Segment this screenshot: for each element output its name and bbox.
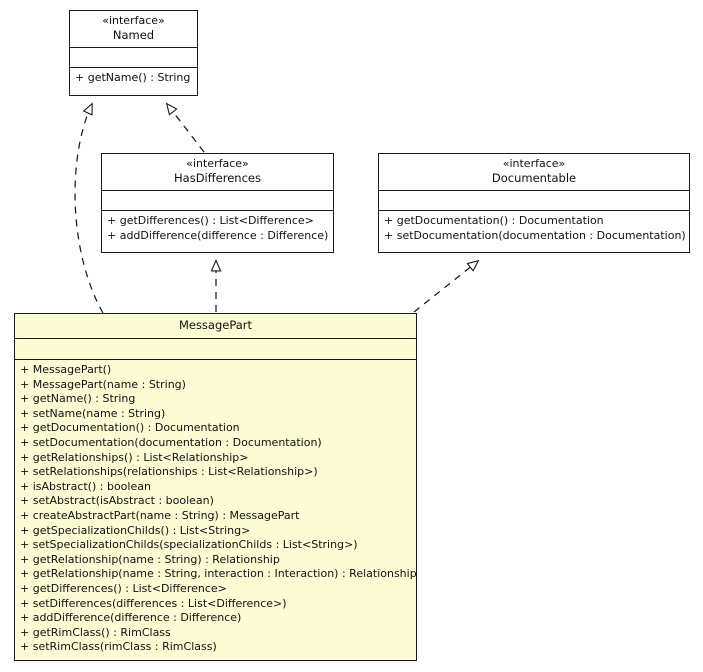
documentable-attributes [379,191,689,211]
hasdifferences-typename: HasDifferences [174,171,261,185]
operation-item: + addDifference(difference : Difference) [107,228,329,242]
operation-item: + MessagePart() [20,363,112,376]
operation-item: + getSpecializationChilds() : List<Strin… [20,523,251,537]
edge-messagepart-to-named [74,104,104,314]
operation-item: + addDifference(difference : Difference) [20,611,242,625]
documentable-typename: Documentable [491,171,577,185]
operation-item: + getName() : String [20,392,136,406]
operation-item: + isAbstract() : boolean [20,479,151,493]
edge-hasdifferences-to-named [167,104,205,153]
operation-item: + setDocumentation(documentation : Docum… [20,435,322,449]
operation-item: + setSpecializationChilds(specialization… [20,538,358,552]
operation-item: + getDifferences() : List<Difference> [20,581,227,595]
operation-item: + setRimClass(rimClass : RimClass) [20,640,217,654]
operation-item: + setAbstract(isAbstract : boolean) [20,494,214,508]
operation-item: + MessagePart(name : String) [20,377,186,391]
operation-item: + getRelationship(name : String, interac… [20,567,417,581]
operation-item: + setDocumentation(documentation : Docum… [384,228,686,242]
operation-item: + getRimClass() : RimClass [20,625,171,639]
operation-item: + getDocumentation() : Documentation [20,421,240,435]
named-typename: Named [112,28,155,42]
operation-item: + setName(name : String) [20,406,166,420]
operation-item: + createAbstractPart(name : String) : Me… [20,508,300,522]
messagepart-attributes [15,339,416,360]
operation-item: + getDocumentation() : Documentation [384,214,604,227]
documentable-operations: + getDocumentation() : Documentation + s… [379,211,689,247]
operation-item: + getRelationship(name : String) : Relat… [20,552,280,566]
class-box-documentable[interactable]: «interface» Documentable + getDocumentat… [378,153,690,253]
documentable-stereotype: «interface» [502,157,566,170]
operation-item: + setRelationships(relationships : List<… [20,465,318,479]
named-stereotype: «interface» [102,14,165,27]
named-attributes [70,48,197,68]
operation-item: + getDifferences() : List<Difference> [107,214,314,227]
messagepart-operations: + MessagePart() + MessagePart(name : Str… [15,360,417,659]
hasdifferences-header: «interface» HasDifferences [102,154,333,191]
documentable-header: «interface» Documentable [379,154,689,191]
class-box-named[interactable]: «interface» Named + getName() : String [69,10,198,96]
edge-messagepart-to-documentable [413,261,478,313]
messagepart-header: MessagePart [15,314,416,339]
hasdifferences-operations: + getDifferences() : List<Difference> + … [102,211,333,247]
named-header: «interface» Named [70,11,197,48]
operation-item: + setDifferences(differences : List<Diff… [20,596,287,610]
operation-item: + getRelationships() : List<Relationship… [20,450,249,464]
operation-item: + getName() : String [75,71,191,84]
hasdifferences-attributes [102,191,333,211]
hasdifferences-stereotype: «interface» [186,157,249,170]
class-box-messagepart[interactable]: MessagePart + MessagePart() + MessagePar… [14,313,417,661]
messagepart-typename: MessagePart [178,318,253,332]
named-operations: + getName() : String [70,68,197,90]
class-box-hasdifferences[interactable]: «interface» HasDifferences + getDifferen… [101,153,334,253]
